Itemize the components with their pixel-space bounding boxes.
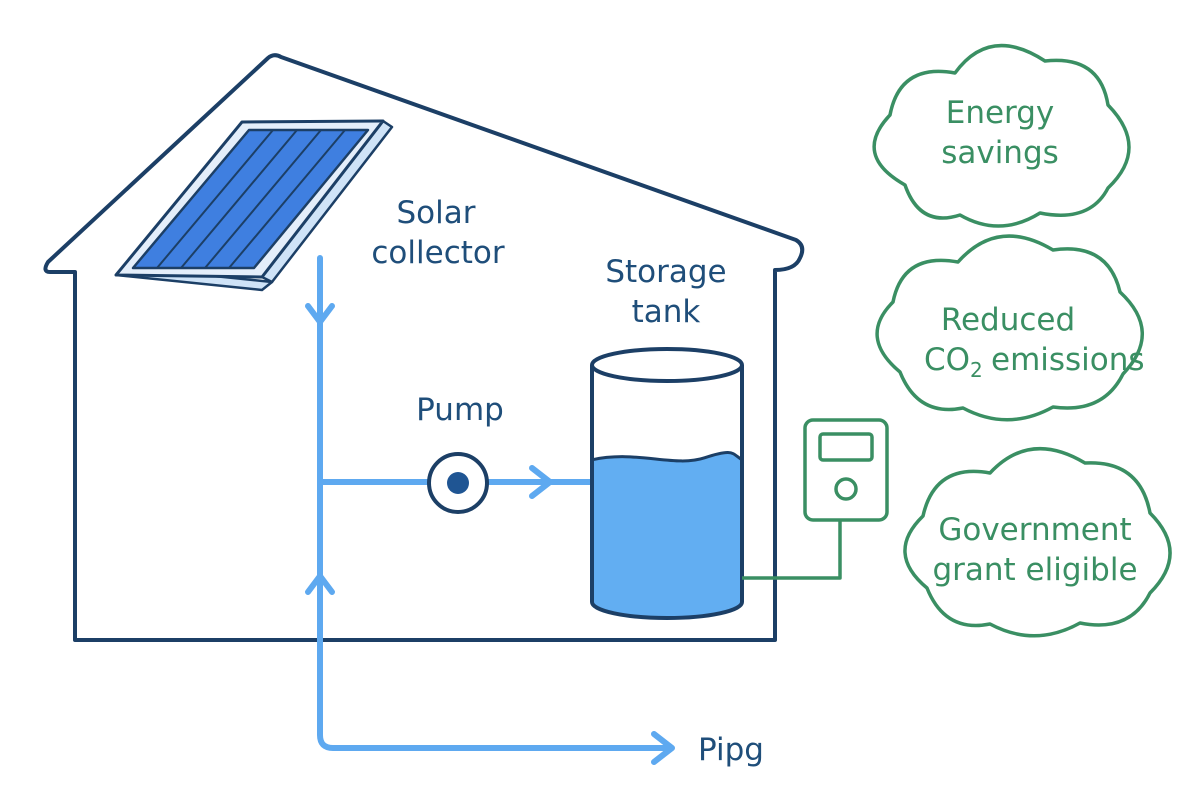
benefit-1-line-1: Energy: [946, 95, 1055, 131]
cloud-shape: [903, 446, 1172, 638]
arrow-right-end-icon: [651, 731, 675, 765]
arrow-down-icon: [305, 303, 335, 325]
storage-tank-label-line-1: Storage: [605, 254, 726, 290]
pump-label: Pump: [416, 392, 504, 428]
benefit-cloud-3: Government grant eligible: [903, 446, 1172, 638]
house-outline: [43, 53, 805, 642]
controller-wire: [742, 520, 842, 580]
benefit-1-line-2: savings: [941, 135, 1059, 171]
storage-tank-label-line-2: tank: [632, 294, 701, 330]
cloud-shape: [872, 43, 1131, 228]
flow-arrows: [305, 303, 675, 765]
solar-collector-label-line-2: collector: [371, 235, 504, 271]
piping-label: Pipg: [698, 732, 764, 768]
arrow-right-icon: [529, 465, 553, 499]
benefit-2-formula: CO2: [924, 342, 983, 382]
benefit-cloud-1: Energy savings: [872, 43, 1131, 228]
pipe-vertical: [317, 255, 668, 751]
controller-knob: [834, 477, 858, 501]
benefit-2-formula-sub: 2: [970, 358, 983, 382]
benefit-cloud-2: Reduced CO2 emissions: [875, 234, 1145, 422]
arrow-up-icon: [305, 573, 335, 595]
pump-icon: [427, 452, 489, 514]
tank-body: [590, 365, 744, 620]
tank-water: [590, 450, 744, 620]
controller-device-icon: [742, 418, 889, 580]
solar-panel-surface: [131, 128, 370, 270]
benefit-2-formula-main: CO: [924, 342, 970, 378]
benefit-2-line-1: Reduced: [941, 302, 1075, 338]
solar-collector-icon: [114, 119, 394, 292]
benefit-3-line-1: Government: [938, 512, 1131, 548]
storage-tank-icon: [590, 347, 744, 620]
tank-top: [590, 347, 744, 383]
benefit-2-line-2: emissions: [991, 342, 1145, 378]
solar-collector-label-line-1: Solar: [397, 195, 476, 231]
benefit-3-line-2: grant eligible: [932, 552, 1137, 588]
cloud-shape: [875, 234, 1144, 422]
controller-display: [818, 432, 874, 462]
